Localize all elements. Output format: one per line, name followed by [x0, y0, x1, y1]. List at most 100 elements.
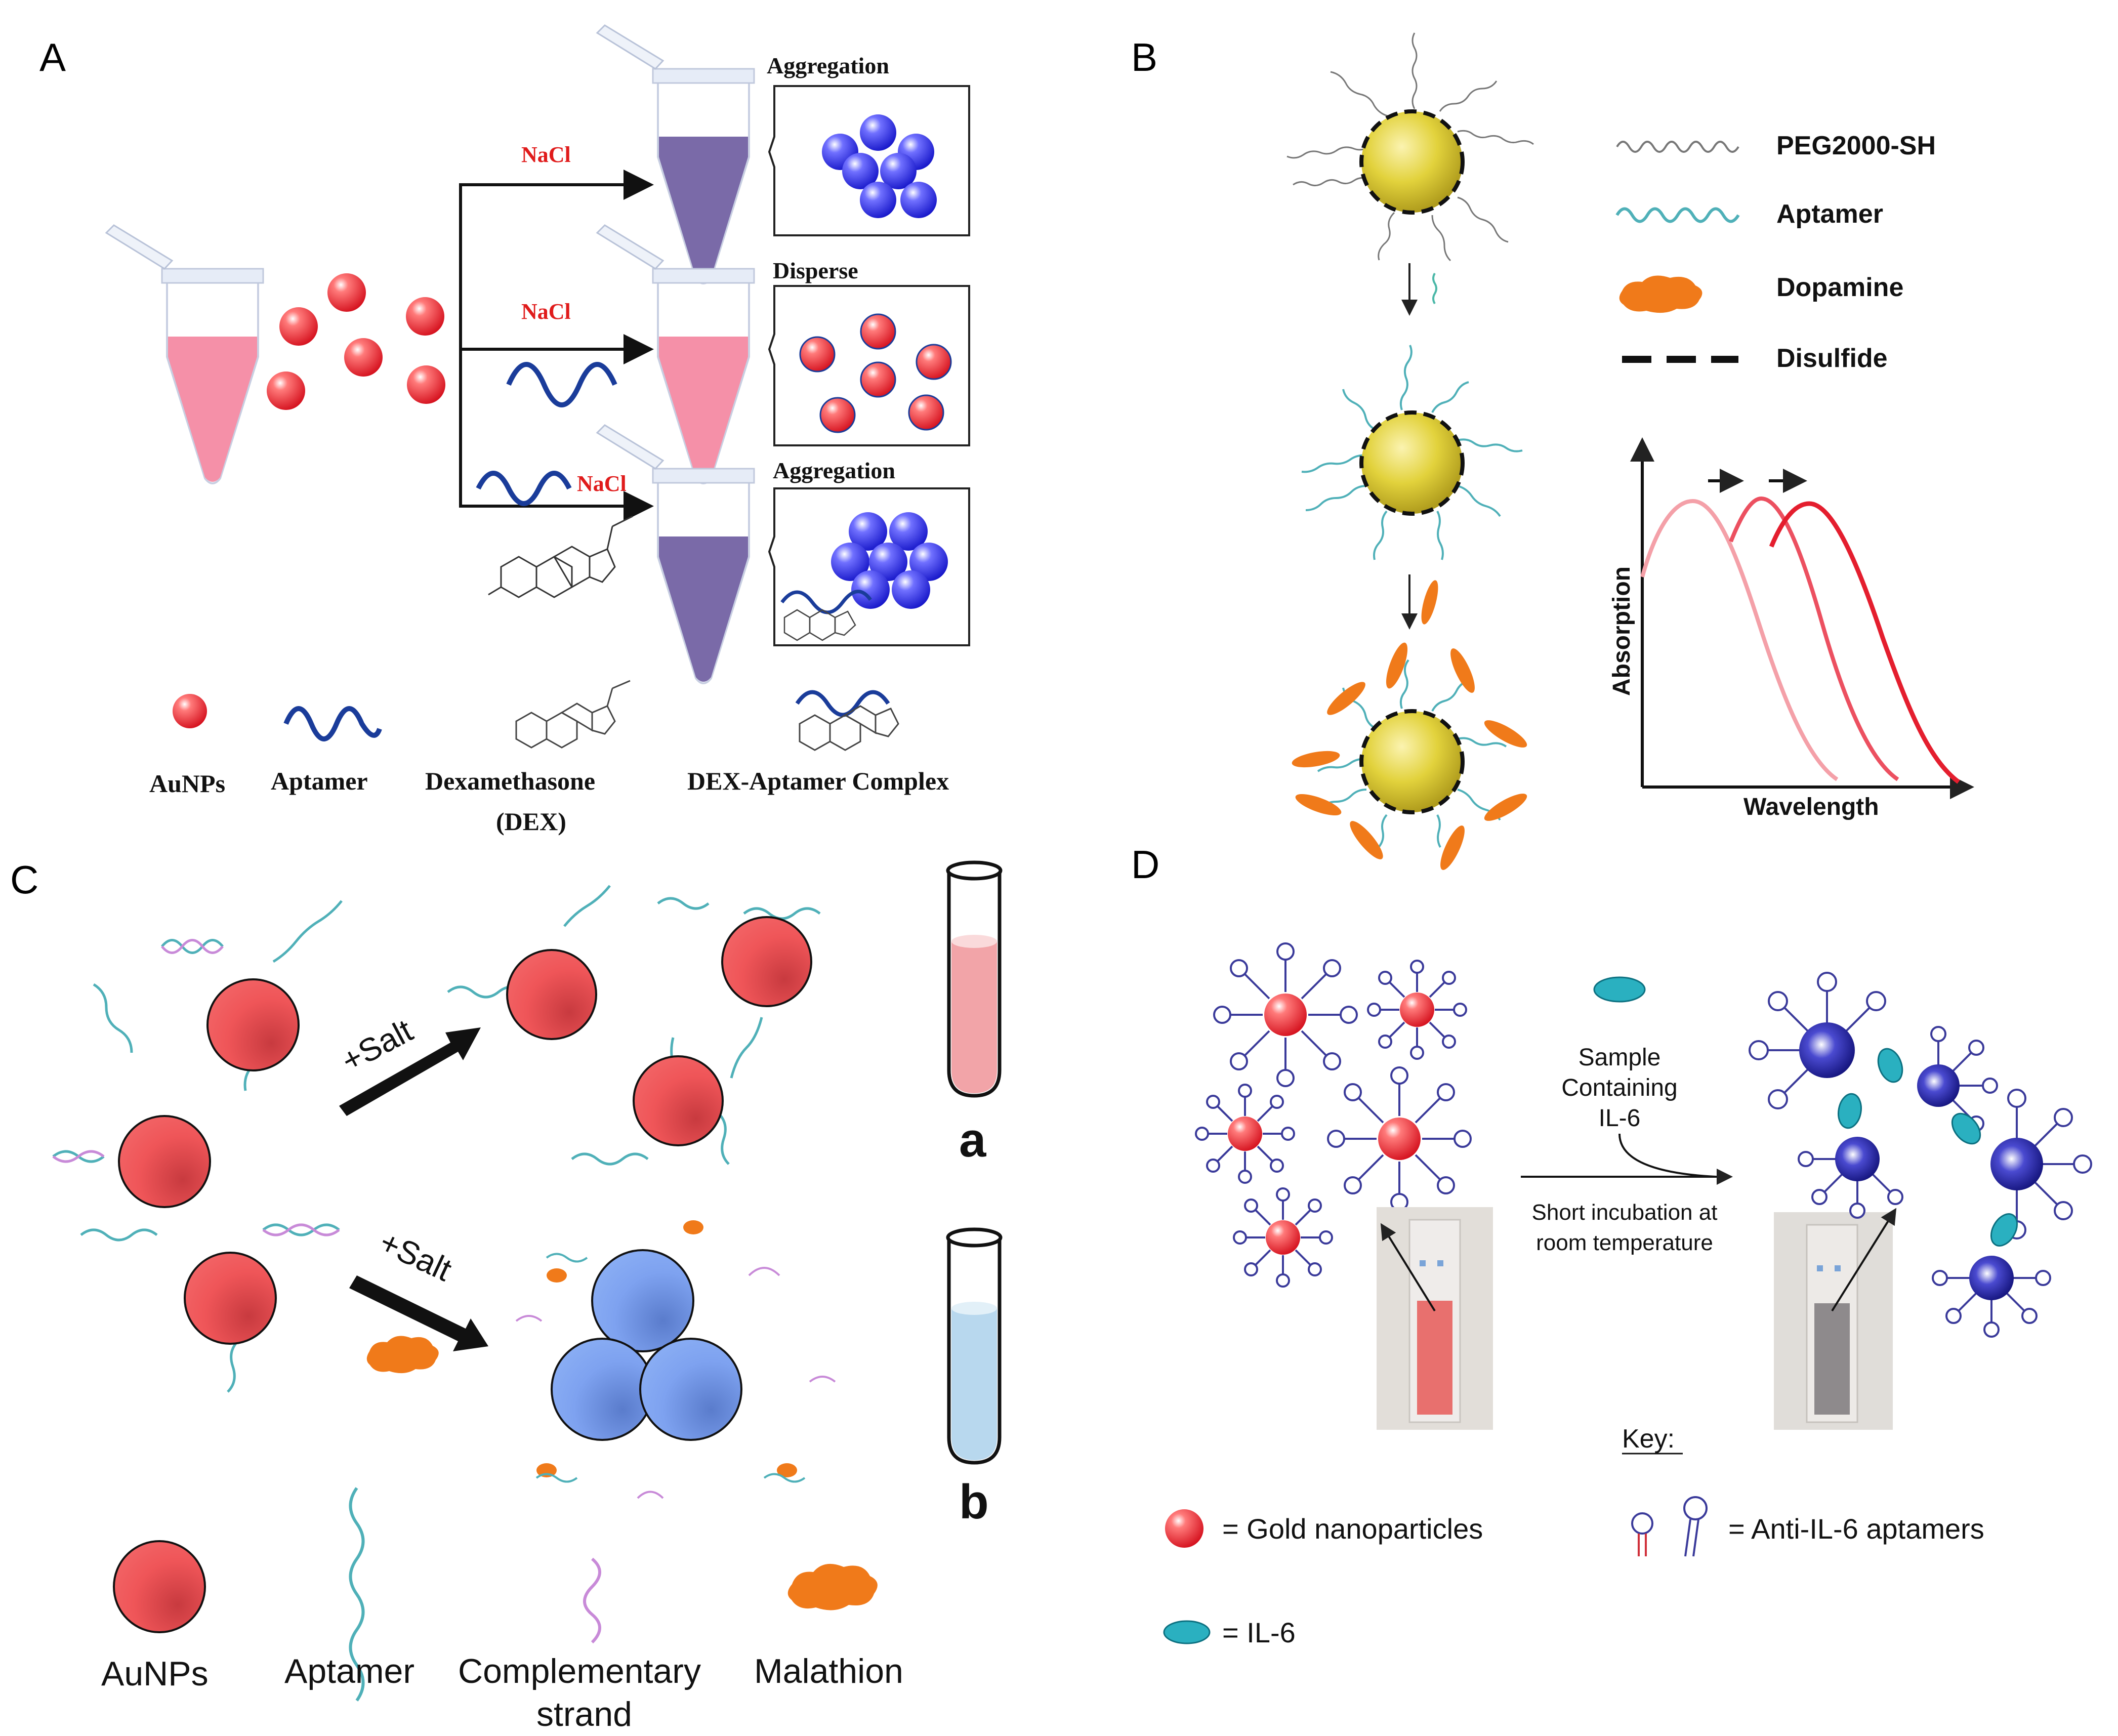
panel-b: B: [1131, 32, 1974, 870]
aptamer-strands-c-right: [447, 885, 821, 1166]
curve-mid: [1729, 496, 1899, 781]
legend-aptamer-label-b: Aptamer: [1776, 199, 1883, 229]
legend-dex-label-2: (DEX): [496, 807, 566, 836]
legend-aptamer-label: Aptamer: [271, 767, 368, 795]
key-gold-label: = Gold nanoparticles: [1222, 1513, 1483, 1545]
test-tube-a: [946, 860, 1003, 1098]
bound-il6-molecules: [1838, 1048, 2018, 1247]
label-aggregation-top: Aggregation: [767, 53, 889, 78]
chart-xlabel: Wavelength: [1743, 794, 1879, 820]
legend-c-aunps-label: AuNPs: [101, 1655, 209, 1693]
legend-aunp-icon: [173, 694, 207, 728]
tube-label-b: b: [959, 1475, 989, 1529]
sample-text-2: Containing: [1561, 1074, 1678, 1101]
nacl-label-2: NaCl: [521, 299, 571, 324]
legend-aptamer-icon-b: [1615, 207, 1740, 223]
legend-dopamine-label: Dopamine: [1776, 273, 1903, 302]
aggregate-c-2: [551, 1338, 654, 1441]
legend-peg-icon: [1616, 141, 1739, 153]
sample-text-1: Sample: [1579, 1044, 1661, 1071]
key-title: Key:: [1622, 1424, 1675, 1454]
incubation-text-2: room temperature: [1536, 1230, 1713, 1255]
legend-dopamine-icon: [1619, 275, 1702, 313]
legend-disulfide-label: Disulfide: [1776, 344, 1888, 373]
key-aptamer-icon: [1631, 1496, 1708, 1557]
aggregate-blue-bottom: [831, 512, 948, 609]
legend-dex-label-1: Dexamethasone: [425, 767, 595, 795]
aunp-c-6: [633, 1055, 724, 1146]
legend-a: AuNPs Aptamer Dexamethasone (DEX) DEX-Ap…: [149, 680, 949, 836]
legend-dex-icon: [515, 680, 631, 749]
legend-c-malathion-label: Malathion: [754, 1652, 903, 1690]
nacl-label-1: NaCl: [521, 142, 571, 167]
salt-arrow-top: [339, 1027, 481, 1116]
panel-a-letter: A: [39, 35, 66, 79]
legend-c-complementary-label-1: Complementary: [458, 1652, 701, 1690]
legend-peg-label: PEG2000-SH: [1776, 131, 1936, 160]
cuvette-photo-grey: [1774, 1208, 1897, 1430]
panel-b-letter: B: [1131, 35, 1157, 79]
legend-aunps-label: AuNPs: [149, 769, 225, 798]
cuvette-photo-red: [1377, 1207, 1493, 1430]
key-aptamer-label: = Anti-IL-6 aptamers: [1728, 1513, 1984, 1545]
dispersed-aunps-with-aptamer: [799, 313, 952, 433]
nacl-label-3: NaCl: [577, 471, 627, 496]
branch-arrows: [459, 170, 654, 521]
dex-molecule-a: [488, 515, 633, 598]
curve-light: [1640, 499, 1839, 781]
legend-c: AuNPs Aptamer Complementary strand Malat…: [101, 1487, 903, 1733]
panel-c: C +Salt +Salt: [10, 857, 1003, 1733]
legend-c-complementary-label-2: strand: [536, 1695, 632, 1733]
panel-d: D: [1131, 842, 2092, 1648]
aunp-c-5: [721, 916, 812, 1007]
aggregate-c-1: [591, 1249, 694, 1352]
sample-arrow: [1618, 1133, 1716, 1178]
aggregate-c-3: [639, 1338, 742, 1441]
tube-aggregation-top: [596, 24, 755, 284]
panel-a: A NaCl NaCl NaCl: [39, 24, 970, 836]
tube-label-a: a: [959, 1113, 986, 1167]
absorption-schematic: Wavelength Absorption: [1608, 437, 1974, 820]
test-tube-b: [946, 1227, 1003, 1465]
scattered-complexes: [515, 1220, 836, 1499]
callout-disperse: Disperse: [768, 258, 970, 446]
panel-c-letter: C: [10, 857, 38, 902]
salt-arrow-bottom: [349, 1275, 488, 1351]
callout-aggregation-bottom: Aggregation: [768, 458, 970, 646]
legend-complex-label: DEX-Aptamer Complex: [687, 767, 949, 795]
aunp-c-3: [184, 1252, 277, 1345]
tube-disperse: [596, 224, 755, 484]
aptamer-wave-middle: [506, 362, 617, 407]
aptamer-wave-bottom: [476, 471, 572, 506]
legend-c-complementary-icon: [583, 1557, 601, 1644]
legend-complex-icon: [795, 690, 899, 751]
key-il6-label: = IL-6: [1222, 1617, 1296, 1648]
tube-aggregation-bottom: [596, 424, 755, 684]
chart-ylabel: Absorption: [1608, 566, 1635, 696]
aunp-c-4: [506, 949, 597, 1040]
tube-initial: [105, 224, 264, 484]
malathion-cloud-c: [366, 1336, 439, 1374]
dispersed-aunps-d: [1195, 942, 1472, 1288]
callout-aggregation-top: Aggregation: [767, 53, 970, 236]
particle-aptamer: [1301, 345, 1523, 560]
particle-peg: [1286, 32, 1534, 262]
legend-b: PEG2000-SH Aptamer Dopamine Disulfide: [1615, 131, 1936, 373]
aunp-c-1: [206, 978, 300, 1071]
legend-aptamer-icon: [283, 706, 382, 741]
legend-c-malathion-icon: [787, 1563, 878, 1610]
legend-c-aptamer-label: Aptamer: [284, 1652, 414, 1690]
particle-aptamer-dopamine: [1292, 642, 1527, 870]
key-il6-icon: [1163, 1620, 1211, 1644]
aptamer-strands-c-left: [52, 900, 343, 1393]
il6-sample-icon: [1593, 976, 1646, 1003]
aggregated-aunps-d: [1749, 972, 2092, 1338]
key-gold-icon: [1165, 1509, 1203, 1548]
salt-label-bottom: +Salt: [374, 1223, 457, 1288]
incubation-text-1: Short incubation at: [1532, 1200, 1718, 1225]
label-aggregation-bottom: Aggregation: [773, 458, 895, 483]
aunp-cluster-free: [267, 273, 445, 410]
legend-c-aunp-icon: [113, 1540, 206, 1633]
label-disperse: Disperse: [773, 258, 858, 283]
